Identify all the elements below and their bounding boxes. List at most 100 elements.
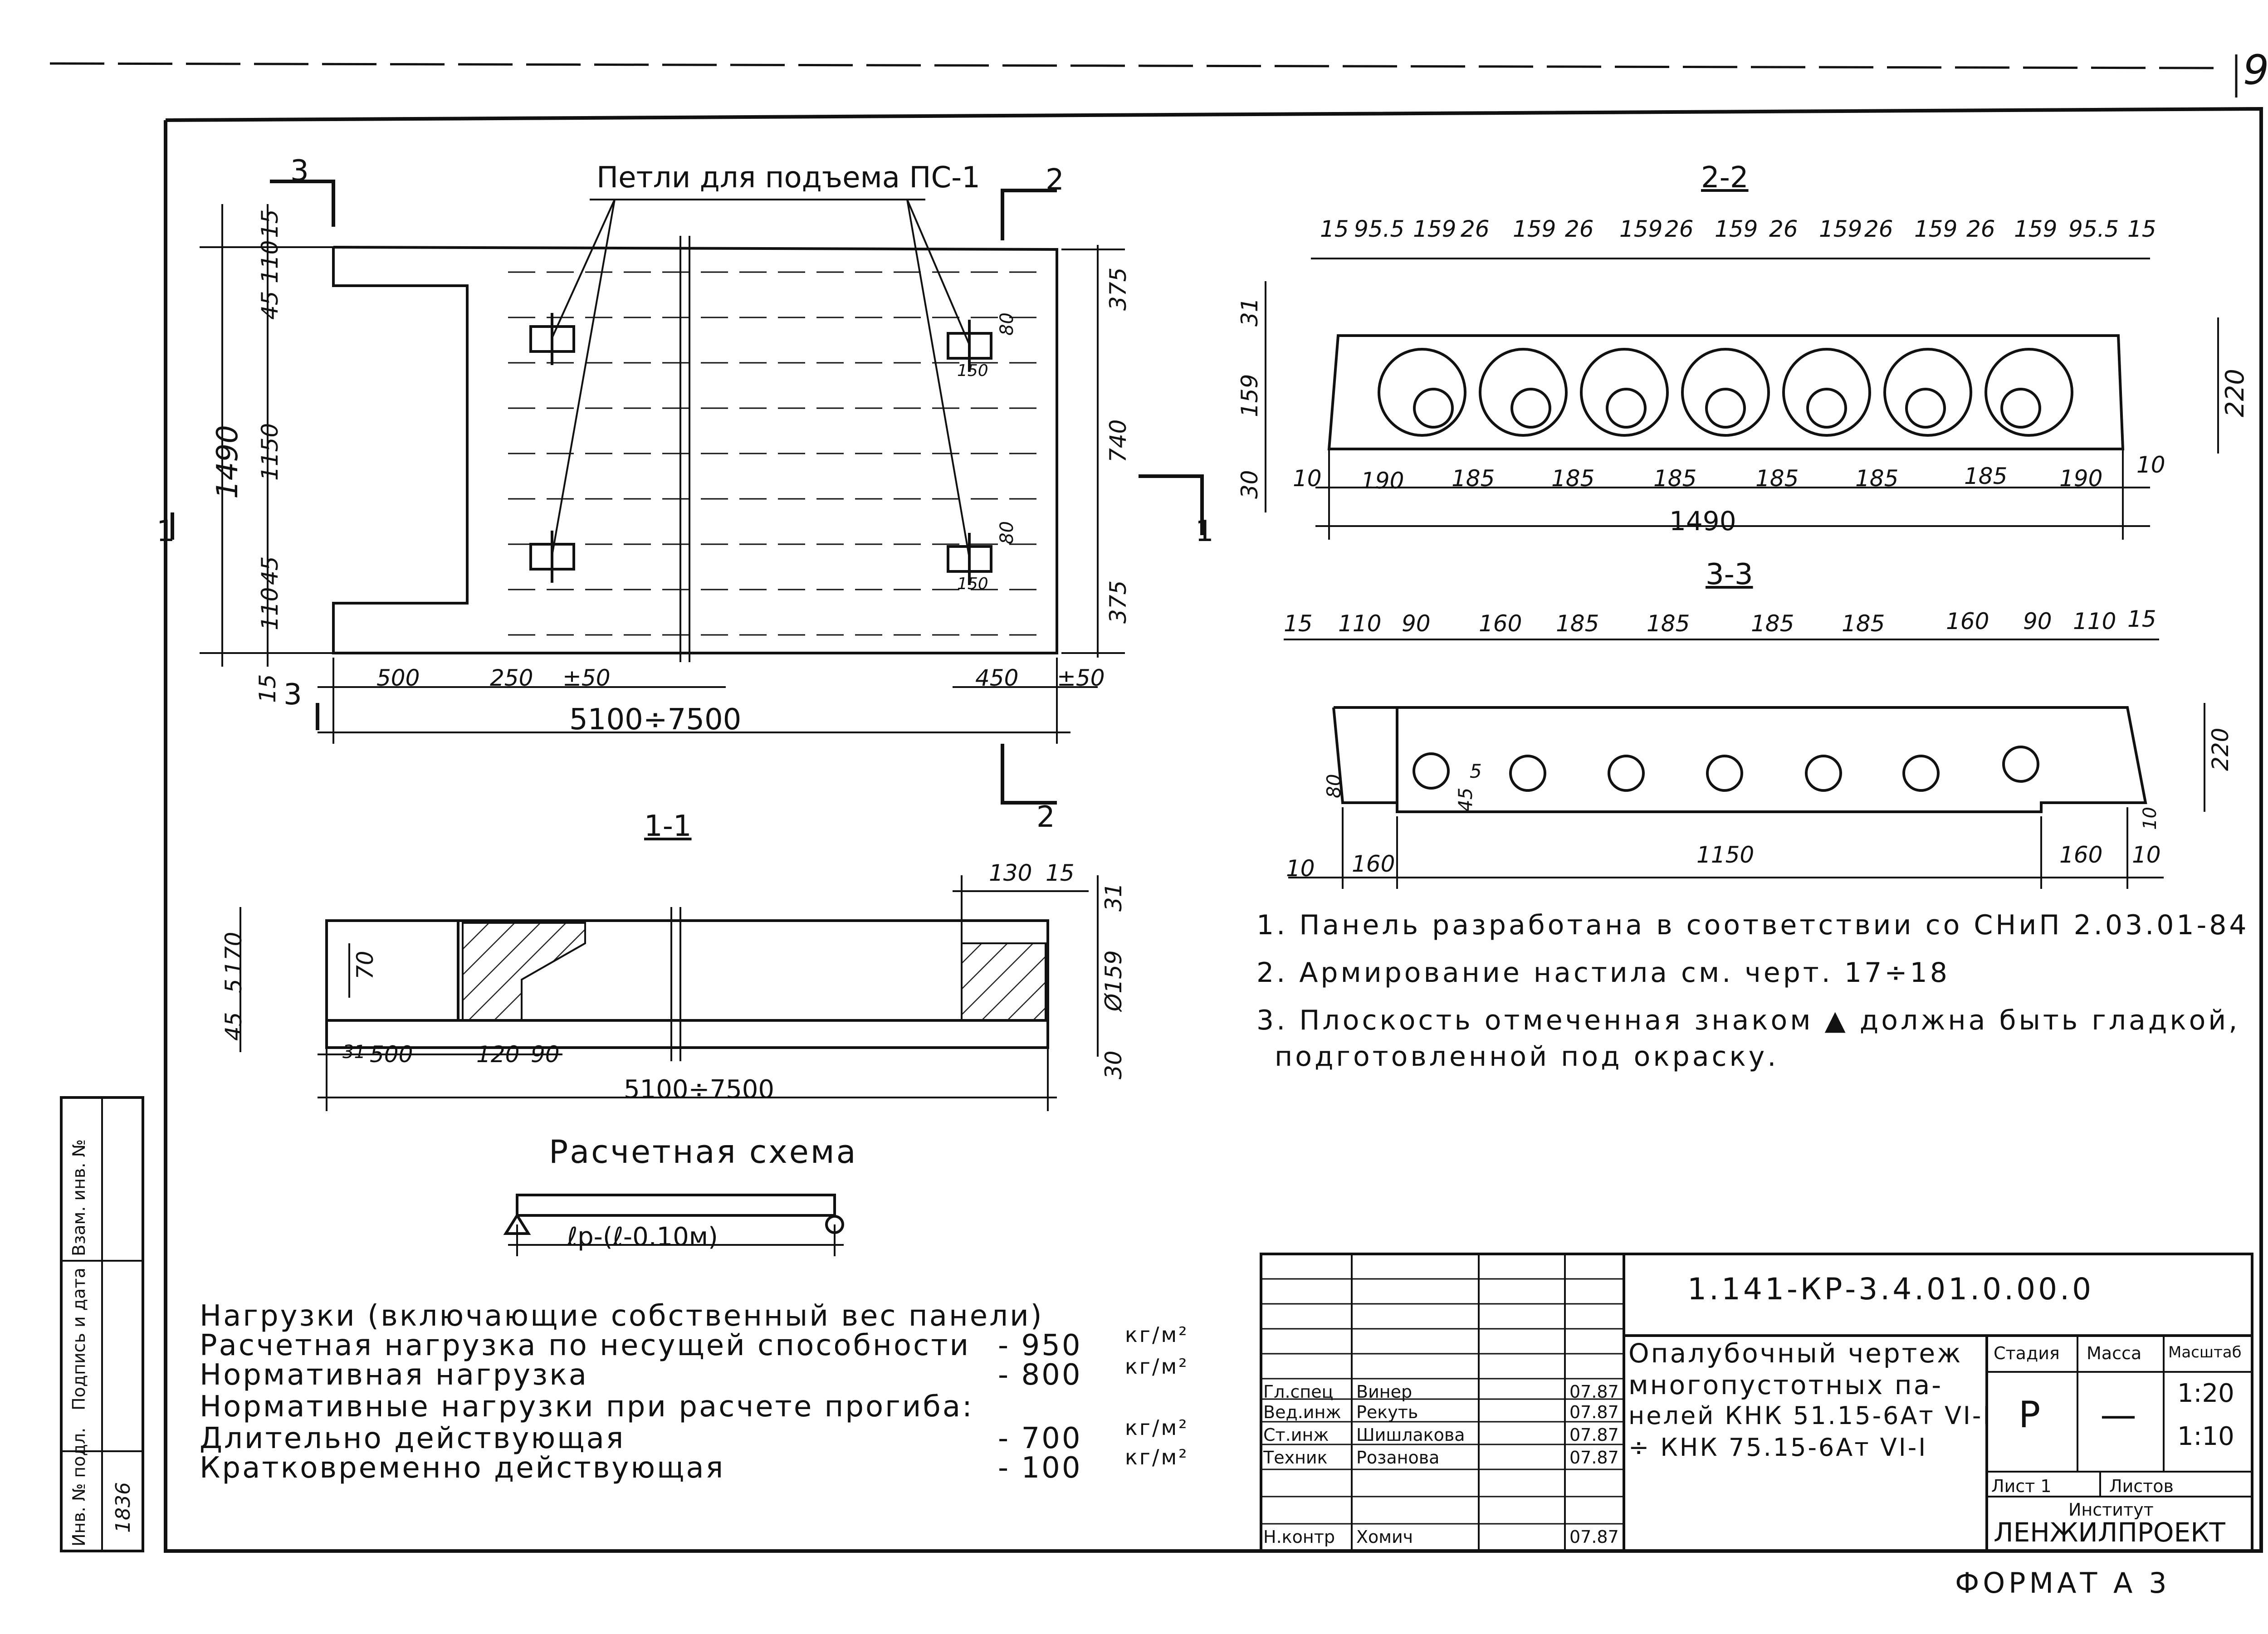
s33-inner-45: 45 bbox=[1454, 787, 1476, 812]
s11-dim-length: 5100÷7500 bbox=[624, 1075, 774, 1104]
s22-right-220: 220 bbox=[2220, 369, 2250, 417]
s22-bottom-3: 185 bbox=[1551, 465, 1595, 492]
loop-dim-150-top: 150 bbox=[957, 361, 988, 380]
plan-dim-pm50-left: ±50 bbox=[562, 665, 611, 691]
s33-inner-80: 80 bbox=[1323, 774, 1345, 798]
s22-top-4: 159 bbox=[1513, 216, 1556, 242]
note-3-continued: подготовленной под окраску. bbox=[1275, 1041, 1779, 1073]
s33-top-9: 90 bbox=[2023, 608, 2052, 634]
person-4-date: 07.87 bbox=[1569, 1448, 1619, 1468]
s11-dim-30: 30 bbox=[1100, 1050, 1127, 1079]
stage-value: Р bbox=[2019, 1394, 2041, 1436]
plan-dim-left-1150: 1150 bbox=[257, 423, 283, 481]
s33-inner-5: 5 bbox=[1470, 760, 1482, 782]
loop-dim-80-bottom: 80 bbox=[997, 521, 1017, 544]
load-row-1-unit: кг/м² bbox=[1125, 1322, 1189, 1347]
side-stamp-inv-number: 1836 bbox=[112, 1482, 135, 1533]
s33-top-11: 15 bbox=[2127, 606, 2156, 632]
load-row-1-label: Расчетная нагрузка по несущей способност… bbox=[200, 1329, 971, 1362]
s11-dim-15: 15 bbox=[1046, 860, 1075, 886]
s33-top-2: 90 bbox=[1402, 610, 1431, 637]
cut-mark-2-top: 2 bbox=[1046, 163, 1064, 197]
load-row-2-label: Нормативная нагрузка bbox=[200, 1358, 588, 1392]
s22-bottom-7: 185 bbox=[1964, 463, 2008, 489]
s11-dim-500: 500 bbox=[370, 1041, 413, 1068]
header-mass: Масса bbox=[2087, 1343, 2142, 1363]
drawing-title-line-1: Опалубочный чертеж bbox=[1628, 1338, 1963, 1369]
plan-dim-right-375-bottom: 375 bbox=[1105, 580, 1131, 624]
loop-dim-80-top: 80 bbox=[997, 312, 1017, 336]
s33-bottom-0: 10 bbox=[1286, 855, 1315, 882]
load-row-1-value: - 950 bbox=[998, 1329, 1082, 1362]
institute-name: ЛЕНЖИЛПРОЕКТ bbox=[1994, 1517, 2225, 1548]
drawing-title-line-3: нелей КНК 51.15-6Ат VI-I bbox=[1628, 1401, 1992, 1430]
s33-top-1: 110 bbox=[1338, 610, 1382, 637]
s22-total: 1490 bbox=[1669, 506, 1736, 537]
s22-top-11: 26 bbox=[1864, 216, 1893, 242]
sheet-label: Лист 1 bbox=[1991, 1476, 2052, 1496]
load-row-5-label: Кратковременно действующая bbox=[200, 1451, 725, 1485]
mass-value: — bbox=[2100, 1394, 2136, 1436]
s33-top-7: 185 bbox=[1842, 610, 1885, 637]
s33-top-10: 110 bbox=[2073, 608, 2116, 634]
s11-dim-5: 5 bbox=[220, 979, 247, 993]
person-5-date: 07.87 bbox=[1569, 1527, 1619, 1547]
lifting-loops-label: Петли для подъема ПС-1 bbox=[596, 161, 980, 195]
header-scale: Масштаб bbox=[2168, 1343, 2242, 1361]
s22-top-0: 15 bbox=[1320, 216, 1349, 242]
loads-heading: Нагрузки (включающие собственный вес пан… bbox=[200, 1299, 1044, 1333]
s22-top-15: 95.5 bbox=[2068, 216, 2119, 242]
s11-dim-70: 70 bbox=[352, 951, 378, 980]
person-3-name: Шишлакова bbox=[1356, 1425, 1465, 1445]
note-1: 1. Панель разработана в соответствии со … bbox=[1256, 909, 2249, 941]
plan-dim-500: 500 bbox=[376, 665, 420, 691]
s22-top-8: 159 bbox=[1715, 216, 1758, 242]
plan-dim-left-15-bottom: 15 bbox=[254, 674, 281, 703]
s11-dim-90: 90 bbox=[531, 1041, 560, 1068]
s33-top-0: 15 bbox=[1284, 610, 1313, 637]
person-1-date: 07.87 bbox=[1569, 1382, 1619, 1402]
section-3-3-title: 3-3 bbox=[1706, 558, 1753, 591]
s11-dim-170: 170 bbox=[220, 932, 247, 975]
plan-dim-overall-width: 1490 bbox=[211, 425, 244, 499]
plan-dim-pm50-right: ±50 bbox=[1057, 665, 1105, 691]
institute-label: Институт bbox=[2068, 1500, 2154, 1520]
person-2-name: Рекуть bbox=[1356, 1402, 1418, 1422]
person-5-role: Н.контр bbox=[1263, 1527, 1335, 1547]
s22-bottom-9: 10 bbox=[2136, 452, 2165, 478]
side-stamp-inv-podl: Инв. № подл. bbox=[69, 1427, 89, 1546]
note-3: 3. Плоскость отмеченная знаком ▲ должна … bbox=[1256, 1005, 2240, 1036]
s33-right-220: 220 bbox=[2207, 727, 2234, 771]
s22-bottom-8: 190 bbox=[2059, 465, 2103, 492]
s22-bottom-4: 185 bbox=[1653, 465, 1697, 492]
plan-dim-left-45-top: 45 bbox=[257, 291, 283, 320]
plan-dim-left-15-top: 15 bbox=[257, 209, 283, 238]
load-row-2-unit: кг/м² bbox=[1125, 1354, 1189, 1379]
plan-dim-left-45-bottom: 45 bbox=[257, 556, 283, 585]
s33-bottom-1: 160 bbox=[1352, 851, 1395, 877]
s11-dim-130: 130 bbox=[989, 860, 1032, 886]
format-label: ФОРМАТ А 3 bbox=[1955, 1566, 2170, 1600]
plan-dim-right-375-top: 375 bbox=[1105, 267, 1131, 311]
plan-dim-450: 450 bbox=[975, 665, 1019, 691]
s22-bottom-6: 185 bbox=[1855, 465, 1899, 492]
s11-dim-120: 120 bbox=[476, 1041, 520, 1068]
plan-dim-left-110-top: 110 bbox=[257, 240, 283, 283]
scale-value-2: 1:10 bbox=[2177, 1422, 2234, 1451]
plan-dim-length: 5100÷7500 bbox=[569, 703, 742, 737]
person-4-name: Розанова bbox=[1356, 1448, 1440, 1468]
s22-top-14: 159 bbox=[2014, 216, 2058, 242]
drawing-title-line-2: многопустотных па- bbox=[1628, 1370, 1943, 1400]
s22-top-7: 26 bbox=[1665, 216, 1694, 242]
loop-dim-150-bottom: 150 bbox=[957, 575, 988, 593]
s22-top-3: 26 bbox=[1461, 216, 1490, 242]
cut-mark-3-bottom: 3 bbox=[284, 678, 302, 712]
section-1-1-title: 1-1 bbox=[644, 810, 692, 843]
s22-left-31: 31 bbox=[1237, 298, 1263, 327]
cut-mark-1-left: 1 bbox=[156, 515, 175, 548]
s11-dim-31: 31 bbox=[1100, 883, 1127, 912]
section-2-2-title: 2-2 bbox=[1701, 161, 1749, 195]
person-3-date: 07.87 bbox=[1569, 1425, 1619, 1445]
s33-right-10: 10 bbox=[2140, 807, 2160, 830]
